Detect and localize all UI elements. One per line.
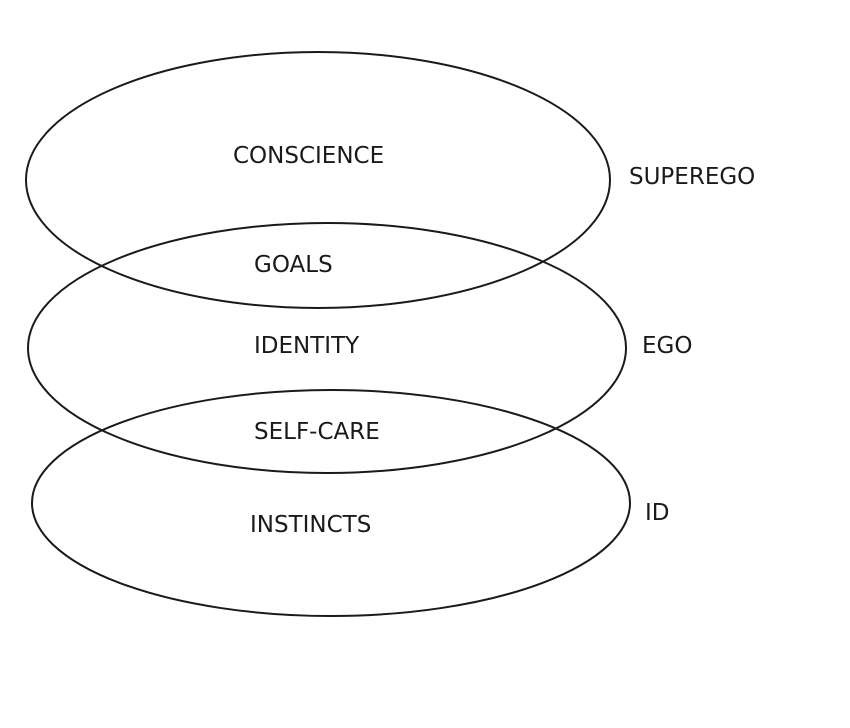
id-ellipse (31, 389, 631, 617)
region-label-identity: IDENTITY (254, 333, 360, 359)
region-label-self-care: SELF-CARE (254, 419, 380, 445)
region-label-instincts: INSTINCTS (250, 512, 371, 538)
layer-label-ego: EGO (642, 333, 692, 359)
ego-ellipse (27, 222, 627, 474)
layer-label-superego: SUPEREGO (629, 164, 755, 190)
superego-ellipse (25, 51, 611, 309)
region-label-goals: GOALS (254, 252, 333, 278)
layer-label-id: ID (645, 500, 670, 526)
region-label-conscience: CONSCIENCE (233, 143, 384, 169)
